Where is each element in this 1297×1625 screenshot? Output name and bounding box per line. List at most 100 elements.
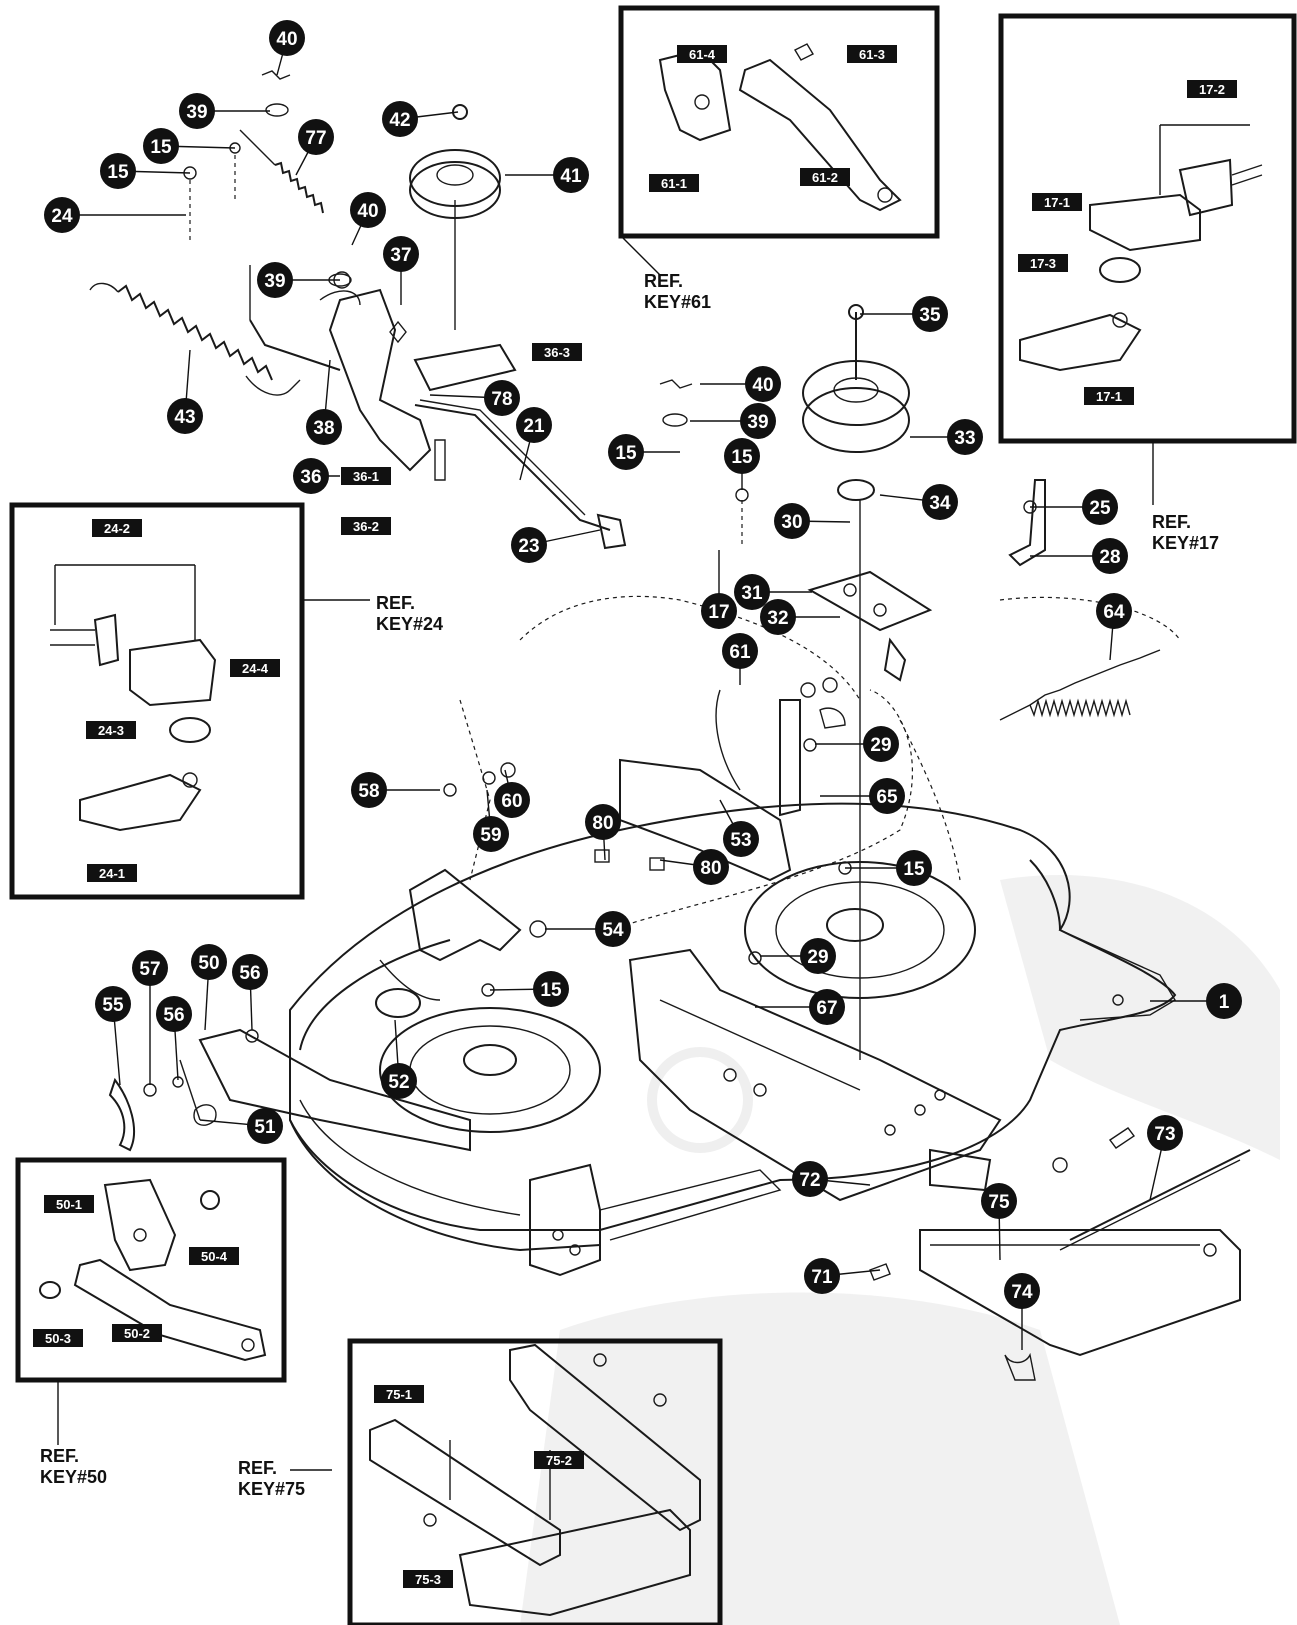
callout-c67: 67 [809,989,845,1025]
callout-disc [179,93,215,129]
callout-disc [143,128,179,164]
tag-t24-1: 24-1 [87,864,137,882]
callout-c37: 37 [383,236,419,272]
tag-box [87,864,137,882]
callout-number: 15 [107,162,129,183]
pulley-33 [802,304,910,1060]
tag-label: 24-3 [98,723,124,738]
tag-box [44,1195,94,1213]
callout-c39c: 39 [740,403,776,439]
callout-number: 29 [807,947,828,968]
tag-box [33,1329,83,1347]
callout-number: 34 [929,493,951,514]
reference-ref50: REF.KEY#50 [40,1446,107,1487]
callout-c73: 73 [1147,1115,1183,1151]
callout-disc [760,599,796,635]
tag-label: 17-3 [1030,256,1056,271]
callout-c38: 38 [306,409,342,445]
callout-number: 75 [988,1192,1010,1213]
callout-disc [95,986,131,1022]
callout-disc [257,262,293,298]
callout-c15e: 15 [896,850,932,886]
tag-box [847,45,897,63]
callout-c40b: 40 [350,192,386,228]
callout-disc [800,938,836,974]
tag-label: 36-2 [353,519,379,534]
callout-number: 33 [954,428,975,449]
reference-ref75: REF.KEY#75 [238,1458,305,1499]
tag-t17-1b: 17-1 [1084,387,1134,405]
callout-number: 15 [903,859,925,880]
tag-box [403,1570,453,1588]
callout-number: 55 [102,995,124,1016]
callout-number: 42 [389,110,410,131]
callout-number: 54 [602,920,624,941]
callout-number: 38 [313,418,334,439]
tag-t61-3: 61-3 [847,45,897,63]
callout-number: 59 [480,825,501,846]
fasteners [183,70,1136,1281]
bracket-36 [319,271,517,472]
callout-c74: 74 [1004,1273,1040,1309]
callout-number: 24 [51,206,73,227]
tag-t61-4: 61-4 [677,45,727,63]
tag-label: 24-2 [104,521,130,536]
tag-t75-2: 75-2 [534,1451,584,1469]
callout-number: 77 [305,128,326,149]
callout-number: 50 [198,953,219,974]
callout-c72: 72 [792,1161,828,1197]
callout-disc [724,438,760,474]
inset-key17 [998,13,1297,505]
tag-box [532,343,582,361]
spring-64 [999,649,1161,721]
tag-label: 17-1 [1044,195,1070,210]
callout-c39b: 39 [257,262,293,298]
callout-disc [383,236,419,272]
tag-box [677,45,727,63]
callout-c32: 32 [760,599,796,635]
callout-disc [1147,1115,1183,1151]
callout-number: 71 [811,1267,833,1288]
callout-c57: 57 [132,950,168,986]
callout-c23: 23 [511,527,547,563]
callout-disc [745,366,781,402]
callout-c53: 53 [723,821,759,857]
rear-bar-75 [919,1149,1251,1381]
callout-disc [381,1063,417,1099]
left-idler-bracket [375,868,547,1018]
callout-disc [494,782,530,818]
callout-disc [869,778,905,814]
callout-disc [1004,1273,1040,1309]
reference-line2: KEY#17 [1152,533,1219,553]
tag-label: 75-2 [546,1453,572,1468]
reference-line1: REF. [238,1458,277,1478]
callout-number: 78 [491,389,512,410]
callout-c15f: 15 [533,971,569,1007]
callout-number: 15 [615,443,637,464]
callout-number: 74 [1011,1282,1033,1303]
callout-c34: 34 [922,484,958,520]
callout-c58: 58 [351,772,387,808]
tag-label: 50-1 [56,1197,82,1212]
callout-number: 15 [150,137,172,158]
callout-disc [804,1258,840,1294]
callout-c52: 52 [381,1063,417,1099]
callout-c75: 75 [981,1183,1017,1219]
callout-disc [44,197,80,233]
callout-c21: 21 [516,407,552,443]
tag-t24-2: 24-2 [92,519,142,537]
callout-number: 40 [357,201,378,222]
tag-label: 50-3 [45,1331,71,1346]
callout-disc [100,153,136,189]
callout-c17: 17 [701,593,737,629]
callout-c77: 77 [298,119,334,155]
callout-disc [306,409,342,445]
callout-number: 23 [518,536,539,557]
tag-box [1084,387,1134,405]
callout-c51: 51 [247,1108,283,1144]
callout-disc [298,119,334,155]
callout-c80a: 80 [585,804,621,840]
center-bracket [594,677,846,882]
tag-label: 24-4 [242,661,269,676]
reference-line2: KEY#75 [238,1479,305,1499]
